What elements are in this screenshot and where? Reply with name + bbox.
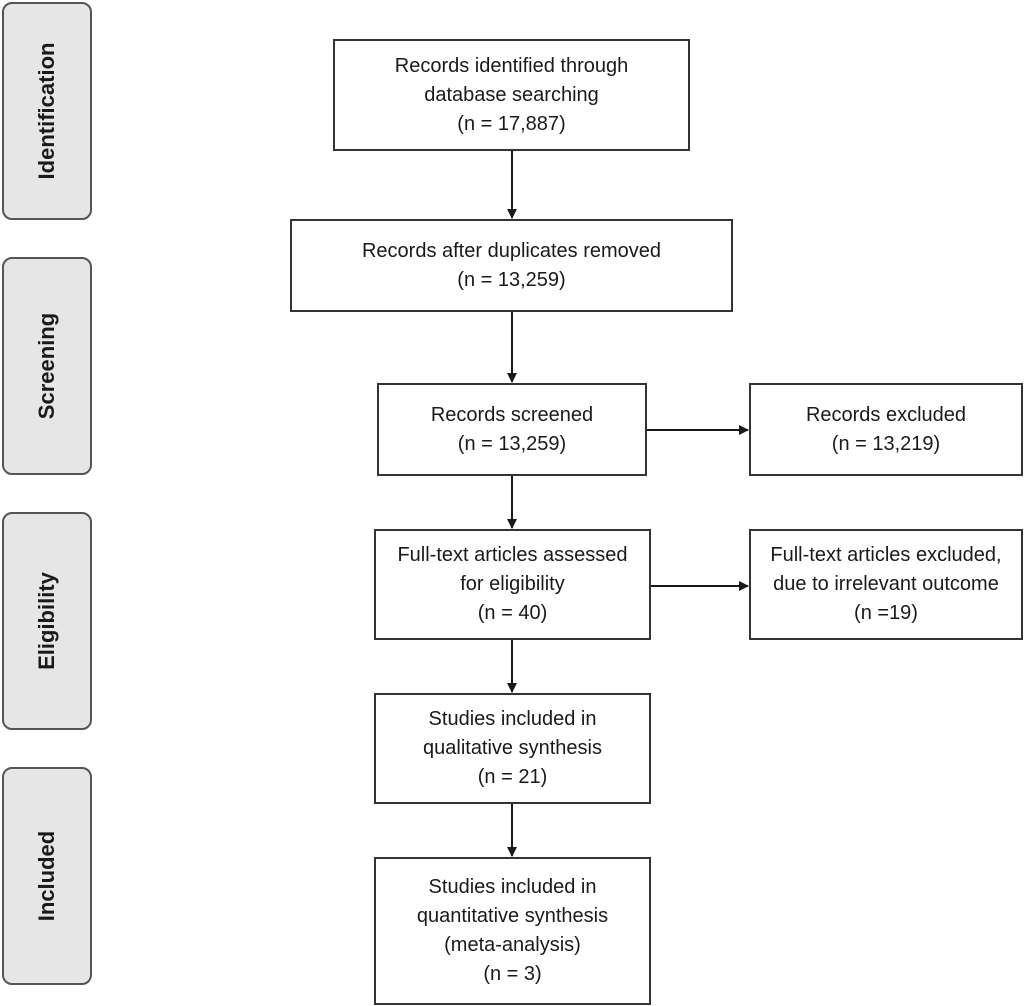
box-qualitative-synthesis-line-2: qualitative synthesis (423, 737, 602, 759)
box-fulltext-assessed-line-3: (n = 40) (477, 602, 548, 624)
box-after-duplicates: Records after duplicates removed (n = 13… (290, 219, 733, 312)
box-records-identified-line-1: Records identified through (394, 54, 629, 77)
stage-eligibility: Eligibility (2, 512, 92, 730)
box-fulltext-excluded-line-2: due to irrelevant outcome (773, 573, 999, 595)
stage-screening: Screening (2, 257, 92, 475)
box-after-duplicates-line-1: Records after duplicates removed (361, 239, 662, 262)
box-fulltext-assessed: Full-text articles assessed for eligibil… (374, 529, 651, 640)
box-fulltext-excluded-line-3: (n =19) (854, 602, 918, 624)
box-records-identified-line-3: (n = 17,887) (457, 112, 566, 135)
box-quantitative-synthesis-line-1: Studies included in (428, 876, 597, 898)
box-records-identified: Records identified through database sear… (333, 39, 690, 151)
box-records-identified-line-2: database searching (424, 83, 599, 106)
box-records-excluded-line-1: Records excluded (805, 403, 967, 426)
box-after-duplicates-line-2: (n = 13,259) (457, 268, 566, 291)
box-fulltext-assessed-line-1: Full-text articles assessed (397, 544, 628, 566)
box-records-screened-line-1: Records screened (430, 403, 594, 426)
box-quantitative-synthesis-line-4: (n = 3) (483, 963, 542, 985)
box-fulltext-excluded-line-1: Full-text articles excluded, (770, 544, 1002, 566)
box-qualitative-synthesis-line-3: (n = 21) (477, 766, 548, 788)
box-fulltext-assessed-line-2: for eligibility (460, 573, 565, 595)
box-qualitative-synthesis-line-1: Studies included in (428, 708, 597, 730)
box-quantitative-synthesis: Studies included in quantitative synthes… (374, 857, 651, 1005)
box-quantitative-synthesis-line-3: (meta-analysis) (444, 934, 581, 956)
box-records-excluded: Records excluded (n = 13,219) (749, 383, 1023, 476)
box-fulltext-excluded: Full-text articles excluded, due to irre… (749, 529, 1023, 640)
box-records-screened: Records screened (n = 13,259) (377, 383, 647, 476)
stage-identification: Identification (2, 2, 92, 220)
box-records-screened-line-2: (n = 13,259) (457, 432, 567, 455)
box-qualitative-synthesis: Studies included in qualitative synthesi… (374, 693, 651, 804)
stage-included: Included (2, 767, 92, 985)
box-records-excluded-line-2: (n = 13,219) (831, 432, 941, 455)
box-quantitative-synthesis-line-2: quantitative synthesis (416, 905, 609, 927)
